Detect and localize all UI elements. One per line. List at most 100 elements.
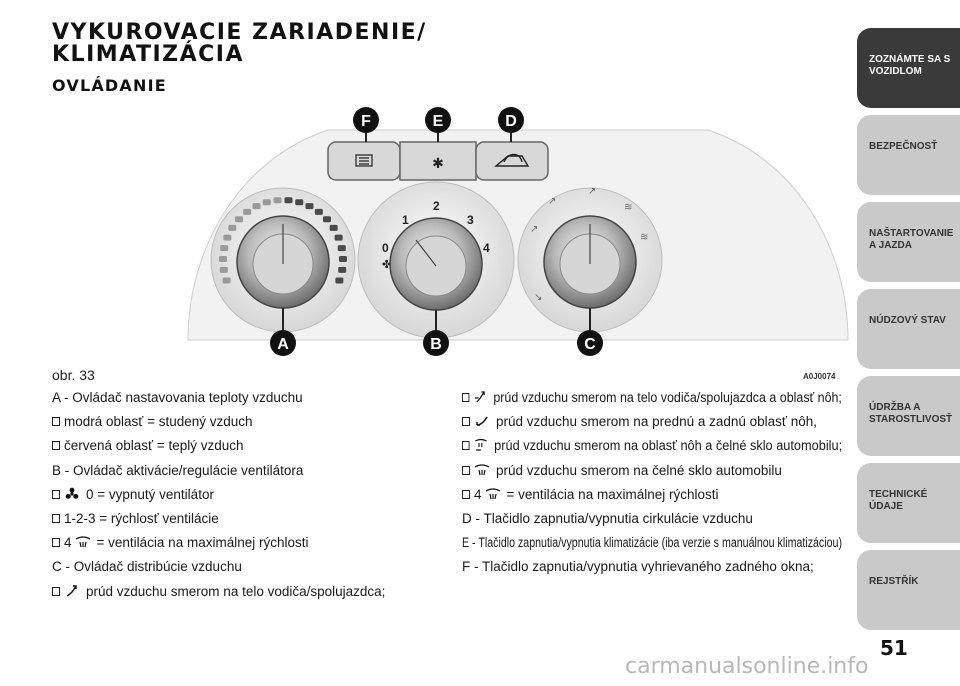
recirculation-icon <box>494 153 530 167</box>
checkbox-bullet-icon <box>52 441 60 451</box>
temperature-scale-mark <box>223 234 232 241</box>
windshield-icon <box>485 487 501 501</box>
callout-a: A <box>270 308 296 356</box>
sidebar-tab-label: NÚDZOVÝ STAV <box>869 315 946 326</box>
list-item-text: prúd vzduchu smerom na prednú a zadnú ob… <box>496 414 818 430</box>
recirculation-button[interactable] <box>475 141 549 181</box>
svg-text:E: E <box>433 113 444 130</box>
temperature-scale <box>219 197 347 284</box>
temperature-scale-mark <box>334 234 343 241</box>
list-item-text: C - Ovládač distribúcie vzduchu <box>52 559 242 575</box>
list-item-text: 1-2-3 = rýchlosť ventilácie <box>64 510 219 526</box>
sidebar-tab-label: BEZPEČNOSŤ <box>869 141 938 152</box>
climate-control-figure: ✱ F E D 0 1 2 3 4 ✤ <box>187 107 849 356</box>
list-item-text: prúd vzduchu smerom na oblasť nôh a čeln… <box>494 438 843 454</box>
title-line-2: KLIMATIZÁCIA <box>52 42 244 67</box>
right-column: prúd vzduchu smerom na telo vodiča/spolu… <box>462 390 842 584</box>
sidebar-tab[interactable]: NÚDZOVÝ STAV <box>857 289 960 369</box>
sidebar-tab-label: REJSTŘÍK <box>869 576 919 587</box>
checkbox-bullet-icon <box>52 513 60 523</box>
sidebar-tab[interactable]: ZOZNÁMTE SA S VOZIDLOM <box>857 28 960 108</box>
list-item: 4 = ventilácia na maximálnej rýchlosti <box>462 487 842 503</box>
temperature-scale-mark <box>329 224 338 231</box>
temperature-scale-mark <box>219 256 228 263</box>
list-item-text: 0 = vypnutý ventilátor <box>86 486 214 502</box>
svg-text:A: A <box>277 336 289 353</box>
figure-caption: obr. 33 <box>52 367 95 383</box>
sidebar-tab[interactable]: BEZPEČNOSŤ <box>857 115 960 195</box>
list-item: červená oblasť = teplý vzduch <box>52 438 422 454</box>
list-item-prefix: 4 <box>474 486 482 502</box>
list-item-prefix: 4 <box>64 535 72 551</box>
list-item-text: F - Tlačidlo zapnutia/vypnutia vyhrievan… <box>462 559 814 575</box>
callout-b: B <box>423 310 449 356</box>
sidebar-tab[interactable]: NAŠTARTOVANIE A JAZDA <box>857 202 960 282</box>
sidebar-tab-label: ÚDRŽBA A STAROSTLIVOSŤ <box>869 402 953 425</box>
checkbox-bullet-icon <box>52 417 60 427</box>
list-item: A - Ovládač nastavovania teploty vzduchu <box>52 390 422 406</box>
sidebar-tab[interactable]: ÚDRŽBA A STAROSTLIVOSŤ <box>857 376 960 456</box>
sidebar-tab-label: NAŠTARTOVANIE A JAZDA <box>869 228 954 251</box>
svg-text:↗: ↗ <box>530 224 538 235</box>
figure-code: A0J0074 <box>803 372 836 381</box>
svg-text:B: B <box>430 336 442 353</box>
list-item: prúd vzduchu smerom na prednú a zadnú ob… <box>462 414 842 430</box>
svg-text:F: F <box>361 113 371 130</box>
list-item-text: prúd vzduchu smerom na telo vodiča/spolu… <box>86 583 386 599</box>
list-item: C - Ovládač distribúcie vzduchu <box>52 559 422 575</box>
list-item: 0 = vypnutý ventilátor <box>52 487 422 503</box>
svg-text:≋: ≋ <box>640 232 648 243</box>
watermark: carmanualsonline.info <box>625 654 869 679</box>
fan-icon <box>64 487 80 501</box>
temperature-scale-mark <box>252 203 261 210</box>
temperature-scale-mark <box>220 245 229 252</box>
fan-speed-3: 3 <box>467 213 474 227</box>
checkbox-bullet-icon <box>52 586 60 596</box>
temperature-knob[interactable] <box>210 187 356 333</box>
list-item-text: = ventilácia na maximálnej rýchlosti <box>506 486 719 502</box>
list-item-text: modrá oblasť = studený vzduch <box>64 414 253 430</box>
sidebar-tab[interactable]: TECHNICKÉ ÚDAJE <box>857 463 960 543</box>
sidebar-tab-label: ZOZNÁMTE SA S VOZIDLOM <box>869 54 951 77</box>
checkbox-bullet-icon <box>462 417 470 427</box>
svg-text:D: D <box>505 113 517 130</box>
checkbox-bullet-icon <box>462 393 470 402</box>
feet-windshield-icon <box>473 438 488 452</box>
checkbox-bullet-icon <box>462 465 470 475</box>
temperature-scale-mark <box>222 277 231 284</box>
fan-icon: ✤ <box>382 259 391 271</box>
sidebar-tab[interactable]: REJSTŘÍK <box>857 550 960 630</box>
page-title: VYKUROVACIE ZARIADENIE/ KLIMATIZÁCIA <box>52 22 427 66</box>
temperature-scale-mark <box>335 277 344 284</box>
svg-text:↗: ↗ <box>548 196 556 207</box>
windshield-icon <box>474 463 490 477</box>
checkbox-bullet-icon <box>462 441 470 451</box>
list-item-text: D - Tlačidlo zapnutia/vypnutia cirkuláci… <box>462 510 753 526</box>
temperature-scale-mark <box>322 216 331 223</box>
list-item: 4= ventilácia na maximálnej rýchlosti <box>52 535 422 551</box>
checkbox-bullet-icon <box>52 538 60 548</box>
section-subtitle: OVLÁDANIE <box>52 76 167 95</box>
temperature-scale-mark <box>314 208 323 215</box>
list-item-text: prúd vzduchu smerom na telo vodiča/spolu… <box>493 390 842 405</box>
list-item-text: E - Tlačidlo zapnutia/vypnutia klimatizá… <box>462 535 842 551</box>
fan-knob[interactable]: 0 1 2 3 4 ✤ <box>357 181 515 339</box>
feet-icon <box>474 414 490 428</box>
button-bar: ✱ <box>327 141 549 181</box>
list-item: prúd vzduchu smerom na čelné sklo automo… <box>462 463 842 479</box>
face-feet-icon <box>473 390 488 404</box>
panel-outline <box>187 129 849 341</box>
left-column: A - Ovládač nastavovania teploty vzduchu… <box>52 390 422 608</box>
temperature-scale-mark <box>235 216 244 223</box>
temperature-scale-mark <box>284 197 293 204</box>
fan-speed-0: 0 <box>382 241 389 255</box>
temperature-scale-mark <box>273 197 282 204</box>
temperature-scale-mark <box>262 199 271 206</box>
list-item: B - Ovládač aktivácie/regulácie ventilát… <box>52 463 422 479</box>
list-item: modrá oblasť = studený vzduch <box>52 414 422 430</box>
distribution-knob[interactable]: ↗ ↗ ↗ ≋ ≋ ↘ <box>517 186 663 333</box>
checkbox-bullet-icon <box>462 489 470 499</box>
temperature-scale-mark <box>243 208 252 215</box>
list-item: F - Tlačidlo zapnutia/vypnutia vyhrievan… <box>462 559 842 575</box>
list-item-text: prúd vzduchu smerom na čelné sklo automo… <box>496 462 782 478</box>
